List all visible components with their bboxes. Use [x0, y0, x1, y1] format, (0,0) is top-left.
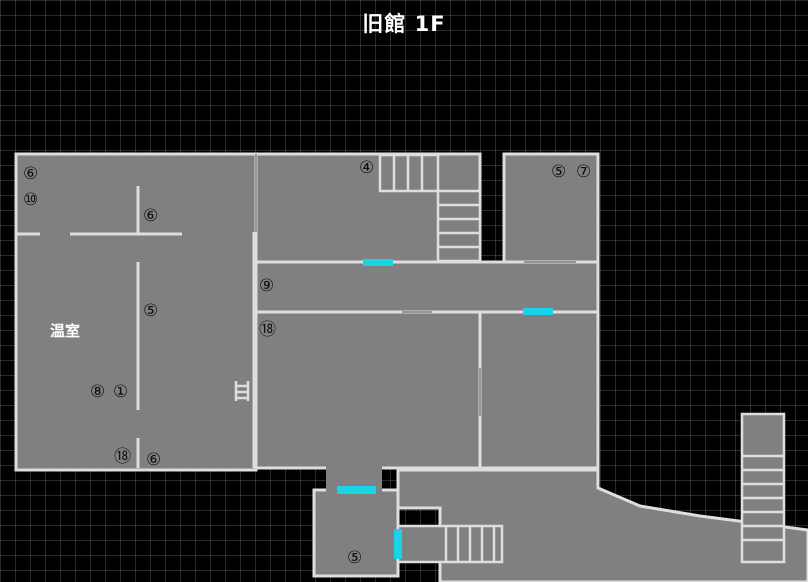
marker-6: ⑥	[23, 164, 39, 184]
interior-walls	[16, 154, 598, 468]
map-title: 旧館 1F	[362, 12, 446, 36]
marker-8: ⑧	[90, 382, 106, 402]
stairs-south	[396, 524, 504, 564]
marker-4: ④	[359, 158, 375, 178]
door-north-corridor	[363, 259, 393, 266]
room-label-greenhouse: 温室	[50, 322, 81, 340]
stairs-north	[378, 153, 482, 263]
marker-10: ⑩	[23, 190, 39, 210]
marker-6: ⑥	[146, 450, 162, 470]
stairs-east-exterior	[740, 412, 786, 564]
marker-5: ⑤	[347, 548, 363, 568]
marker-7: ⑦	[576, 162, 592, 182]
ladder-icon	[234, 381, 250, 401]
door-south-stairs	[394, 529, 402, 559]
marker-18: ⑱	[259, 320, 276, 340]
door-south-room	[337, 486, 376, 494]
marker-5: ⑤	[143, 301, 159, 321]
marker-5: ⑤	[551, 162, 567, 182]
east-room	[478, 310, 600, 470]
marker-18: ⑱	[114, 447, 131, 467]
doors	[337, 259, 553, 559]
east-corridor	[254, 260, 600, 314]
central-hall	[254, 310, 482, 470]
marker-1: ①	[113, 382, 129, 402]
marker-9: ⑨	[259, 276, 275, 296]
marker-6: ⑥	[143, 206, 159, 226]
door-east-corridor	[523, 308, 553, 315]
floor-regions	[14, 152, 808, 582]
northeast-room	[502, 152, 600, 264]
west-wing-room	[14, 152, 258, 472]
